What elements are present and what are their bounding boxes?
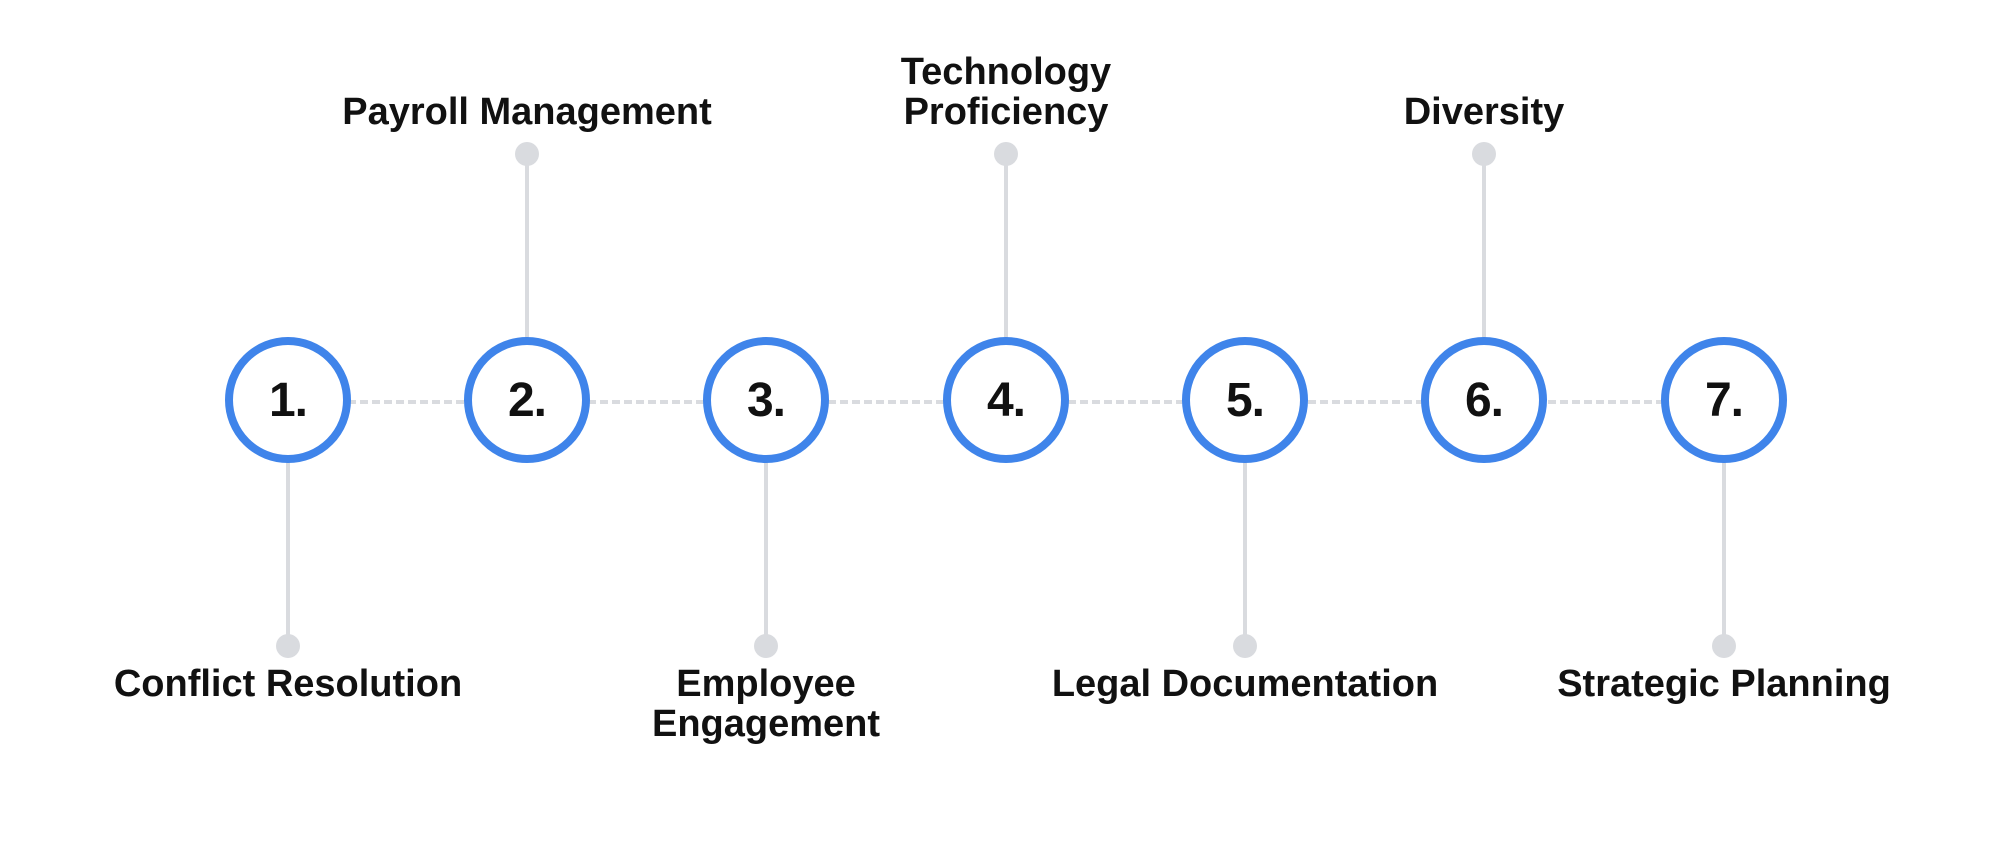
step-circle: 5. [1182, 337, 1308, 463]
connector-end-dot [1472, 142, 1496, 166]
step-label: Diversity [1403, 91, 1565, 133]
step-connector [1243, 400, 1247, 646]
step-circle: 3. [703, 337, 829, 463]
step-number: 5. [1225, 373, 1265, 427]
step-circle: 2. [464, 337, 590, 463]
step-circle: 1. [225, 337, 351, 463]
step-connector [1482, 154, 1486, 400]
connector-end-dot [1233, 634, 1257, 658]
step-label: Conflict Resolution [113, 663, 463, 705]
step-label: Payroll Management [342, 91, 712, 133]
step-label: Technology Proficiency [900, 51, 1112, 133]
step-circle: 6. [1421, 337, 1547, 463]
connector-end-dot [754, 634, 778, 658]
step-connector [764, 400, 768, 646]
step-label: Strategic Planning [1557, 663, 1891, 705]
connector-end-dot [515, 142, 539, 166]
step-circle: 7. [1661, 337, 1787, 463]
step-number: 6. [1464, 373, 1504, 427]
step-connector [286, 400, 290, 646]
step-number: 1. [268, 373, 308, 427]
step-circle: 4. [943, 337, 1069, 463]
step-number: 3. [746, 373, 786, 427]
connector-end-dot [1712, 634, 1736, 658]
step-number: 4. [986, 373, 1026, 427]
step-number: 2. [507, 373, 547, 427]
step-number: 7. [1704, 373, 1744, 427]
step-connector [1722, 400, 1726, 646]
connector-end-dot [276, 634, 300, 658]
connector-end-dot [994, 142, 1018, 166]
step-connector [1004, 154, 1008, 400]
step-connector [525, 154, 529, 400]
step-label: Legal Documentation [1051, 663, 1439, 705]
step-label: Employee Engagement [651, 663, 881, 745]
